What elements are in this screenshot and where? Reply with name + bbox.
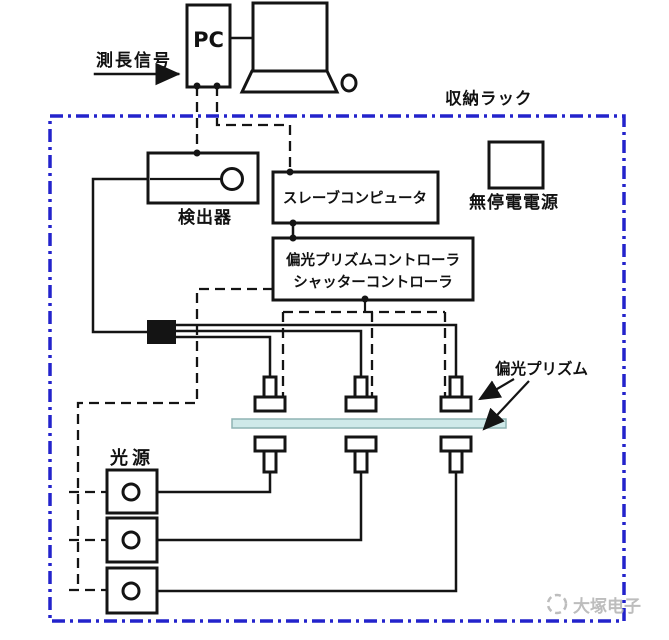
pc-label: PC bbox=[193, 28, 224, 52]
prism-bottom-2-stem bbox=[353, 449, 369, 474]
prism-top-3-base bbox=[439, 395, 473, 413]
laptop-keyboard bbox=[239, 69, 340, 94]
light-source-port-1 bbox=[121, 482, 141, 502]
prism-bottom-1-base bbox=[253, 435, 287, 453]
prism-top-1-stem bbox=[262, 375, 278, 400]
connection-dot bbox=[289, 234, 297, 242]
prism-top-3-stem bbox=[448, 375, 464, 400]
prism-bottom-3-stem bbox=[448, 449, 464, 474]
controller-box bbox=[271, 236, 475, 302]
fiber-coupler-block bbox=[147, 320, 176, 344]
watermark: 大塚电子 bbox=[546, 593, 641, 617]
storage-rack-border bbox=[48, 114, 626, 623]
pc-box bbox=[185, 3, 232, 89]
ups-box bbox=[487, 140, 545, 190]
prism-bottom-1 bbox=[253, 435, 287, 474]
fiber-line-3 bbox=[174, 323, 458, 380]
prism-pointer-arrow-2 bbox=[482, 380, 530, 431]
laptop-screen bbox=[251, 1, 329, 73]
prism-bottom-3 bbox=[439, 435, 473, 474]
prism-top-2 bbox=[344, 375, 378, 413]
prism-top-1-base bbox=[253, 395, 287, 413]
prism-bottom-2-base bbox=[344, 435, 378, 453]
laptop-icon bbox=[239, 1, 358, 94]
controller-to-lightsource-dashed-line bbox=[76, 287, 273, 590]
prism-pointer-arrow-1 bbox=[478, 378, 515, 401]
prism-top-2-base bbox=[344, 395, 378, 413]
detector-lens-circle bbox=[220, 167, 244, 191]
lightsource-wire-3 bbox=[137, 470, 458, 593]
prism-top-3 bbox=[439, 375, 473, 413]
prism-top-2-stem bbox=[353, 375, 369, 400]
watermark-logo-icon bbox=[546, 593, 568, 615]
lightsource-wire-1 bbox=[137, 470, 272, 494]
prism-bottom-3-base bbox=[439, 435, 473, 453]
prism-top-1 bbox=[253, 375, 287, 413]
slave-computer-box bbox=[271, 170, 440, 225]
connection-dot bbox=[213, 82, 221, 90]
polarizing-prism-label: 偏光プリズム bbox=[495, 359, 588, 378]
prism-bottom-2 bbox=[344, 435, 378, 474]
measurement-signal-label: 測長信号 bbox=[96, 50, 172, 71]
mouse-icon bbox=[340, 73, 358, 93]
light-source-label: 光源 bbox=[109, 447, 154, 469]
light-source-port-3 bbox=[121, 581, 141, 601]
connection-dot bbox=[193, 82, 201, 90]
controller-label-line1: 偏光プリズムコントローラ bbox=[286, 251, 460, 269]
connection-dot bbox=[193, 149, 201, 157]
detector-label: 検出器 bbox=[178, 207, 232, 228]
slave-computer-label: スレーブコンピュータ bbox=[283, 189, 427, 207]
ups-label: 無停電電源 bbox=[469, 192, 559, 213]
connection-dot bbox=[286, 168, 294, 176]
fiber-line-2 bbox=[174, 329, 363, 380]
lightsource-wire-2 bbox=[137, 470, 363, 542]
prism-bottom-1-stem bbox=[262, 449, 278, 474]
watermark-text: 大塚电子 bbox=[573, 596, 641, 617]
connection-dot bbox=[361, 295, 369, 303]
glass-scale-bar bbox=[231, 418, 507, 429]
fiber-line-1 bbox=[174, 335, 272, 380]
controller-label-line2: シャッターコントローラ bbox=[293, 274, 453, 291]
detector-cable bbox=[91, 177, 150, 334]
light-source-port-2 bbox=[121, 530, 141, 550]
connection-dots bbox=[193, 82, 369, 303]
pc-to-slave-dashed-line bbox=[215, 86, 292, 170]
rack-label: 収納ラック bbox=[445, 88, 533, 108]
connection-dot bbox=[289, 219, 297, 227]
